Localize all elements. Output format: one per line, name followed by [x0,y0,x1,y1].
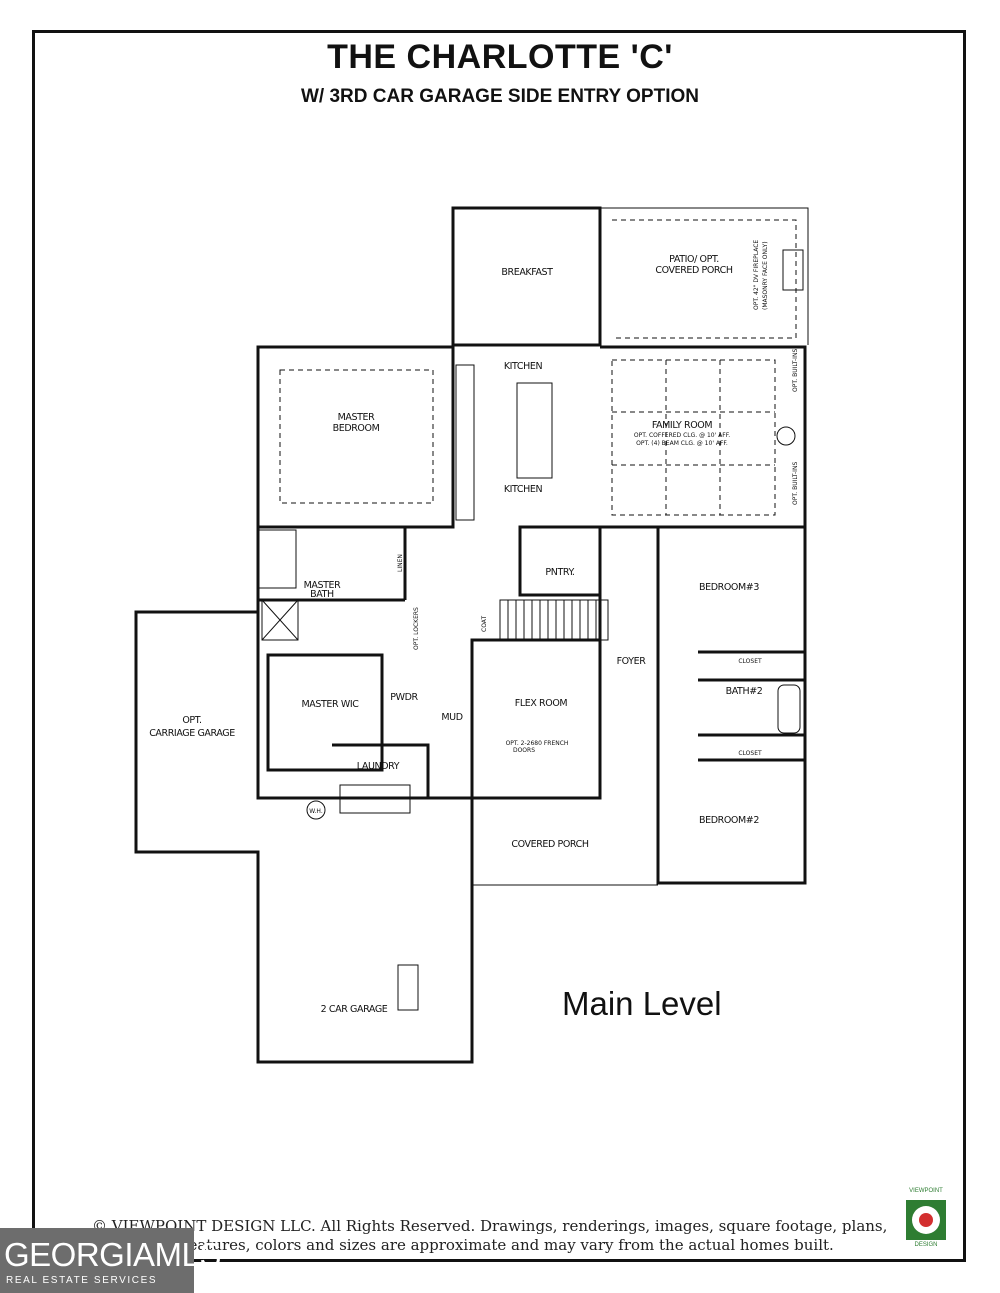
room-label-covered-porch: COVERED PORCH [511,839,589,850]
flex-note-1: OPT. 2-2680 FRENCH [506,740,569,747]
dashed-lines [279,219,797,516]
bath2-tub [777,684,801,734]
room-label-closet-bottom: CLOSET [738,750,762,757]
shower-x [261,599,299,641]
coffered-ceiling-grid [611,359,776,516]
kitchen-island [516,382,553,479]
washer-dryer [339,784,411,814]
stair-treads [507,600,597,640]
room-label-master-bath-2: BATH [310,589,334,600]
room-label-flex-room: FLEX ROOM [515,698,568,709]
room-label-pantry: PNTRY. [545,567,574,578]
level-label: Main Level [562,985,722,1022]
georgia-mls-name: GEORGIAMLS [4,1236,221,1273]
room-label-patio-1: PATIO/ OPT. [669,254,719,265]
logo-red-dot [919,1213,933,1227]
room-label-coat: COAT [481,616,488,632]
family-note-2: OPT. (4) BEAM CLG. @ 10' AFF. [636,440,728,447]
room-label-pwdr: PWDR [390,692,418,703]
room-label-foyer: FOYER [617,656,647,667]
plan-subtitle: W/ 3RD CAR GARAGE SIDE ENTRY OPTION [301,86,699,107]
master-tray-ceiling [279,369,434,504]
room-label-master-bedroom-1: MASTER [338,412,376,423]
room-label-laundry: LAUNDRY [357,761,400,772]
fireplace-note-2: (MASONRY FACE ONLY) [762,241,769,310]
fireplace-note-1: OPT. 42" DV FIREPLACE [753,240,760,310]
drawing-frame [32,30,966,1262]
master-wic-wall [266,653,384,772]
room-label-closet-top: CLOSET [738,658,762,665]
viewpoint-logo-bottom: DESIGN [914,1242,938,1248]
master-suite-west-wall [256,527,472,800]
room-label-carriage-garage-1: OPT. [182,715,201,726]
kitchen-counter [455,364,475,521]
tub [257,529,297,589]
room-label-bedroom2: BEDROOM#2 [699,815,759,826]
viewpoint-logo-top: VIEWPOINT [909,1188,943,1194]
bath2-closet-walls [698,650,805,762]
room-label-kitchen-bottom: KITCHEN [504,484,543,495]
plan-title: THE CHARLOTTE 'C' [327,38,673,76]
room-label-mud: MUD [441,712,462,723]
room-label-carriage-garage-2: CARRIAGE GARAGE [149,728,235,739]
attic-access [397,964,419,1011]
stairs [499,599,609,641]
label-water-heater: W.H. [309,808,323,815]
interior-details [257,207,809,1011]
room-label-family-room: FAMILY ROOM [652,420,712,431]
room-label-linen: LINEN [397,554,404,572]
flex-room-wall [470,638,602,800]
water-heater [306,800,326,820]
room-label-kitchen-top: KITCHEN [504,361,543,372]
flex-note-2: DOORS [513,747,535,754]
room-label-opt-lockers: OPT. LOCKERS [413,607,420,650]
copyright-line-2: ns, features, colors and sizes are appro… [156,1236,834,1254]
viewpoint-design-logo: VIEWPOINT DESIGN [896,1188,956,1250]
viewpoint-logo-mark [906,1200,946,1240]
room-label-bedroom3: BEDROOM#3 [699,582,759,593]
bedrooms-wing-wall [656,525,807,885]
room-label-breakfast: BREAKFAST [501,267,553,278]
room-label-master-bath-1: MASTER [304,580,342,591]
patio-fireplace [782,249,804,291]
room-label-master-bedroom-2: BEDROOM [333,423,380,434]
room-label-master-wic: MASTER WIC [302,699,360,710]
copyright-notice: © VIEWPOINT DESIGN LLC. All Rights Reser… [92,1217,892,1255]
patio-outline [600,207,809,345]
fireplace [776,426,796,446]
opt-built-ins-top: OPT. BUILT-INS [792,349,799,392]
family-note-1: OPT. COFFERED CLG. @ 10' AFF. [634,432,730,439]
georgia-mls-tagline: REAL ESTATE SERVICES [6,1275,158,1286]
copyright-line-1: © VIEWPOINT DESIGN LLC. All Rights Reser… [92,1217,888,1235]
pantry-wall [518,525,602,597]
shower [261,599,299,641]
room-label-bath2: BATH#2 [726,686,763,697]
georgia-mls-watermark: GEORGIAMLS REAL ESTATE SERVICES [0,1228,221,1293]
room-label-two-car-garage: 2 CAR GARAGE [321,1004,388,1015]
opt-built-ins-bottom: OPT. BUILT-INS [792,462,799,505]
room-label-patio-2: COVERED PORCH [655,265,733,276]
laundry-wall [332,743,430,798]
garage-wall [134,610,474,1064]
exterior-walls [134,206,807,1064]
patio-dash [612,219,797,339]
master-bedroom-wall [256,345,455,529]
